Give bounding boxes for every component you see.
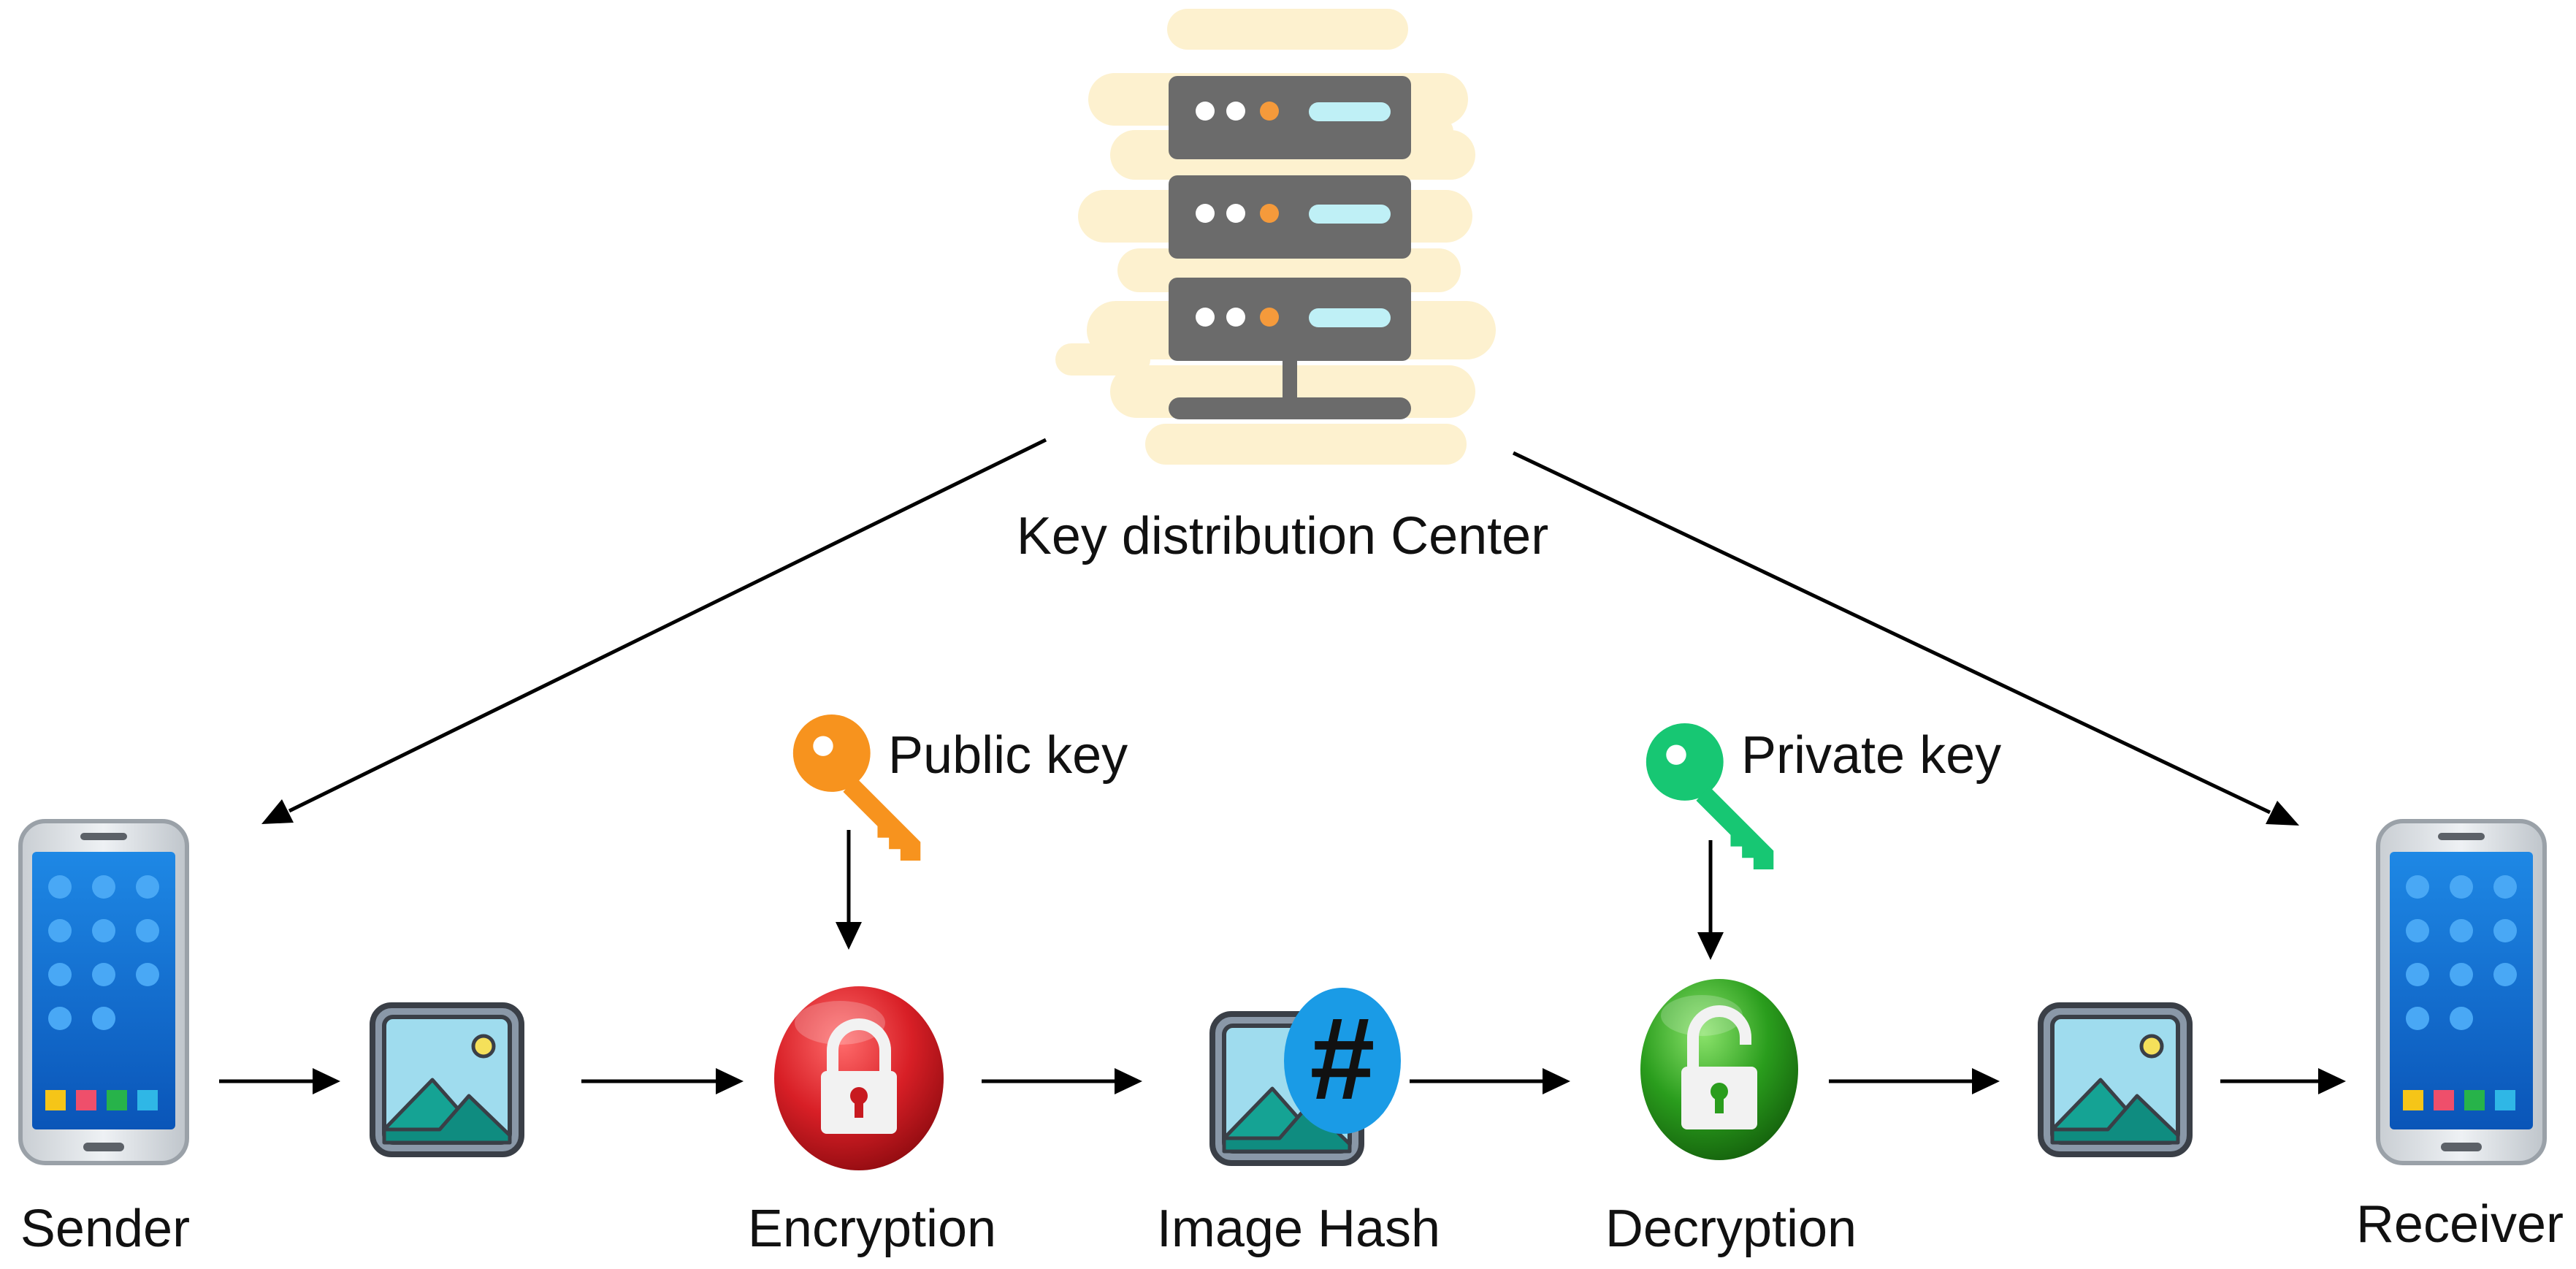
decryption-label: Decryption xyxy=(1605,1200,1857,1258)
sender-label: Sender xyxy=(20,1200,190,1258)
flow-arrow-image-to-receiver xyxy=(2220,1068,2346,1094)
flow-arrow-decryption-to-image xyxy=(1829,1068,2000,1094)
hash-symbol: # xyxy=(1310,993,1375,1124)
flow-arrow-hash-to-decryption xyxy=(1410,1068,1570,1094)
kdc-to-sender-arrow xyxy=(261,438,1047,824)
server-icon xyxy=(1055,9,1496,465)
kdc-label: Key distribution Center xyxy=(1017,507,1548,565)
private-key-arrow xyxy=(1697,840,1724,960)
red-lock-icon xyxy=(774,986,944,1170)
receiver-phone-icon xyxy=(2378,821,2545,1163)
original-image-icon xyxy=(372,1005,521,1154)
sender-phone-icon xyxy=(20,821,187,1163)
flow-arrow-sender-to-image xyxy=(219,1068,340,1094)
image-hash-label: Image Hash xyxy=(1157,1200,1440,1258)
public-key-arrow xyxy=(836,830,862,950)
flow-arrow-encryption-to-hash xyxy=(982,1068,1142,1094)
flow-arrow-image-to-encryption xyxy=(581,1068,744,1094)
private-key-label: Private key xyxy=(1741,726,2001,785)
decrypted-image-icon xyxy=(2041,1005,2190,1154)
encryption-label: Encryption xyxy=(748,1200,996,1258)
green-unlock-icon xyxy=(1640,979,1798,1160)
public-key-label: Public key xyxy=(888,726,1128,785)
receiver-label: Receiver xyxy=(2356,1195,2564,1254)
kdc-to-receiver-arrow xyxy=(1512,451,2299,826)
hash-image-icon: # xyxy=(1212,988,1401,1163)
